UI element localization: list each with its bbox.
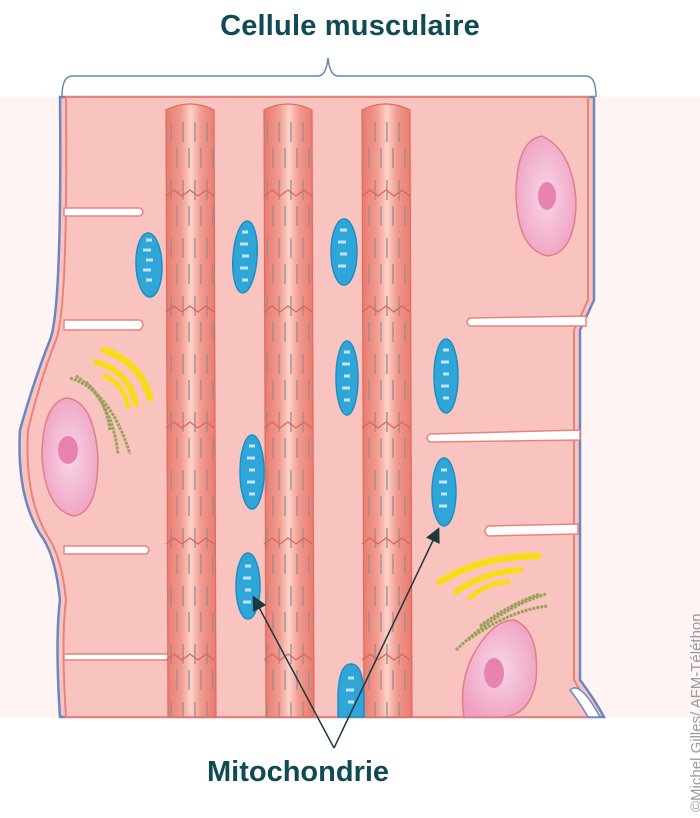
mitochondrion [335,340,359,416]
cell-bracket [61,57,597,98]
golgi-right [436,552,542,601]
mitochondrion [433,338,459,414]
mitochondria-label: Mitochondrie [207,756,390,788]
reticulum-left [69,374,132,455]
mitochondrion [431,457,457,527]
nucleus-right-bottom [461,619,538,718]
mitochondrion [235,552,261,620]
credit-text: ©Michel Gilles/ AFM-Téléthon [688,613,700,812]
mitochondrion [135,232,163,298]
myofibril-2 [263,103,315,718]
golgi-left [93,346,154,409]
myofibril-1 [165,103,217,718]
mitochondria [135,218,459,718]
mitochondrion [239,434,265,510]
diagram-title: Cellule musculaire [220,10,480,42]
mitochondrion [232,220,258,294]
reticulum-right [454,592,549,652]
myofibril-3 [361,103,413,718]
nucleus-right-top [515,135,577,257]
nucleus-left [41,397,99,517]
mitochondria-arrows [252,527,440,749]
mitochondrion [337,663,365,718]
mitochondrion [330,218,358,286]
